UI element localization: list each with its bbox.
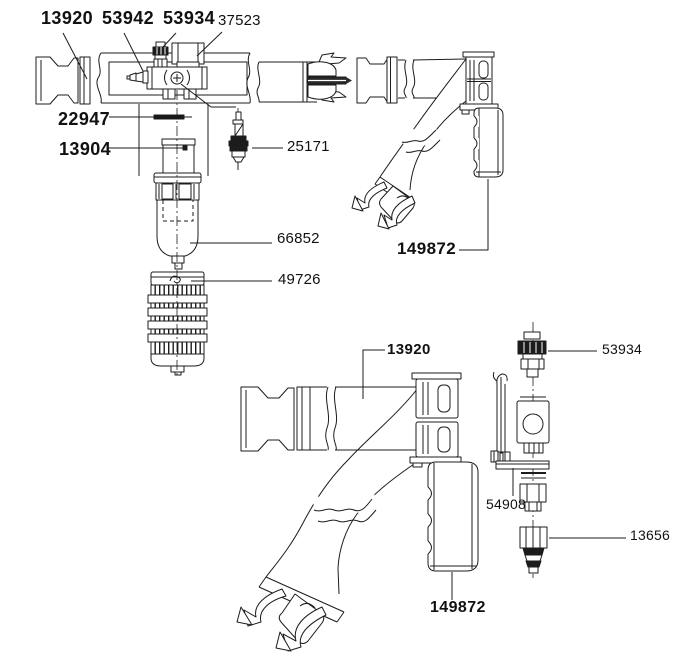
buckle-latch-prongs	[307, 52, 352, 103]
part-label-37523: 37523	[218, 12, 261, 29]
regulator-assembly	[126, 41, 208, 100]
part-label-53942: 53942	[102, 8, 155, 28]
part-label-66852: 66852	[277, 230, 320, 247]
leader-149872-top	[459, 179, 489, 251]
hex-fitting	[519, 483, 547, 512]
filter-element-13904	[161, 138, 196, 174]
buckle-male-left	[35, 56, 91, 105]
part-label-13920-bottom: 13920	[387, 341, 431, 358]
strap-clip-hooks-bottom	[236, 588, 327, 652]
fitting-53934-top	[152, 41, 169, 68]
bowl-guard-ring	[155, 182, 200, 201]
drain-valve-25171	[228, 108, 249, 172]
mounting-bracket-top	[459, 51, 499, 115]
leader-13920-bottom	[362, 349, 385, 399]
strap-clip-hooks-top	[351, 181, 416, 230]
handle-grip-top-149872	[472, 107, 504, 178]
part-label-22947: 22947	[58, 109, 111, 129]
part-label-13920-top: 13920	[41, 8, 94, 28]
fitting-53942	[126, 70, 149, 84]
part-label-53934-bottom: 53934	[602, 341, 642, 357]
filter-stack	[138, 90, 209, 378]
shoulder-strap-top-right	[351, 51, 504, 251]
belt-strap-middle	[256, 61, 317, 103]
mounting-bracket-bottom	[409, 372, 462, 468]
filter-bowl-66852	[156, 199, 199, 270]
part-label-149872-bottom: 149872	[430, 599, 486, 616]
fitting-53934-bottom	[517, 331, 547, 378]
part-label-13904: 13904	[59, 139, 112, 159]
valve-body	[516, 396, 550, 454]
part-label-54908: 54908	[486, 496, 526, 512]
hose-barb-13656	[519, 526, 548, 574]
part-label-25171: 25171	[287, 138, 330, 155]
buckle-male-bottom	[240, 386, 311, 452]
buckle-female-receptacle	[356, 56, 398, 104]
filter-cartridge-49726	[147, 271, 208, 376]
part-label-49726: 49726	[278, 271, 321, 288]
belt-clip-54908	[490, 371, 550, 470]
part-label-53934-top: 53934	[163, 8, 216, 28]
part-label-13656: 13656	[630, 527, 670, 543]
valve-fitting-column	[490, 322, 626, 578]
handle-grip-bottom-149872	[426, 461, 479, 572]
part-label-149872-top: 149872	[397, 239, 457, 258]
leader-lines-top-left	[62, 31, 283, 282]
shoulder-strap-bottom-left	[236, 386, 419, 652]
